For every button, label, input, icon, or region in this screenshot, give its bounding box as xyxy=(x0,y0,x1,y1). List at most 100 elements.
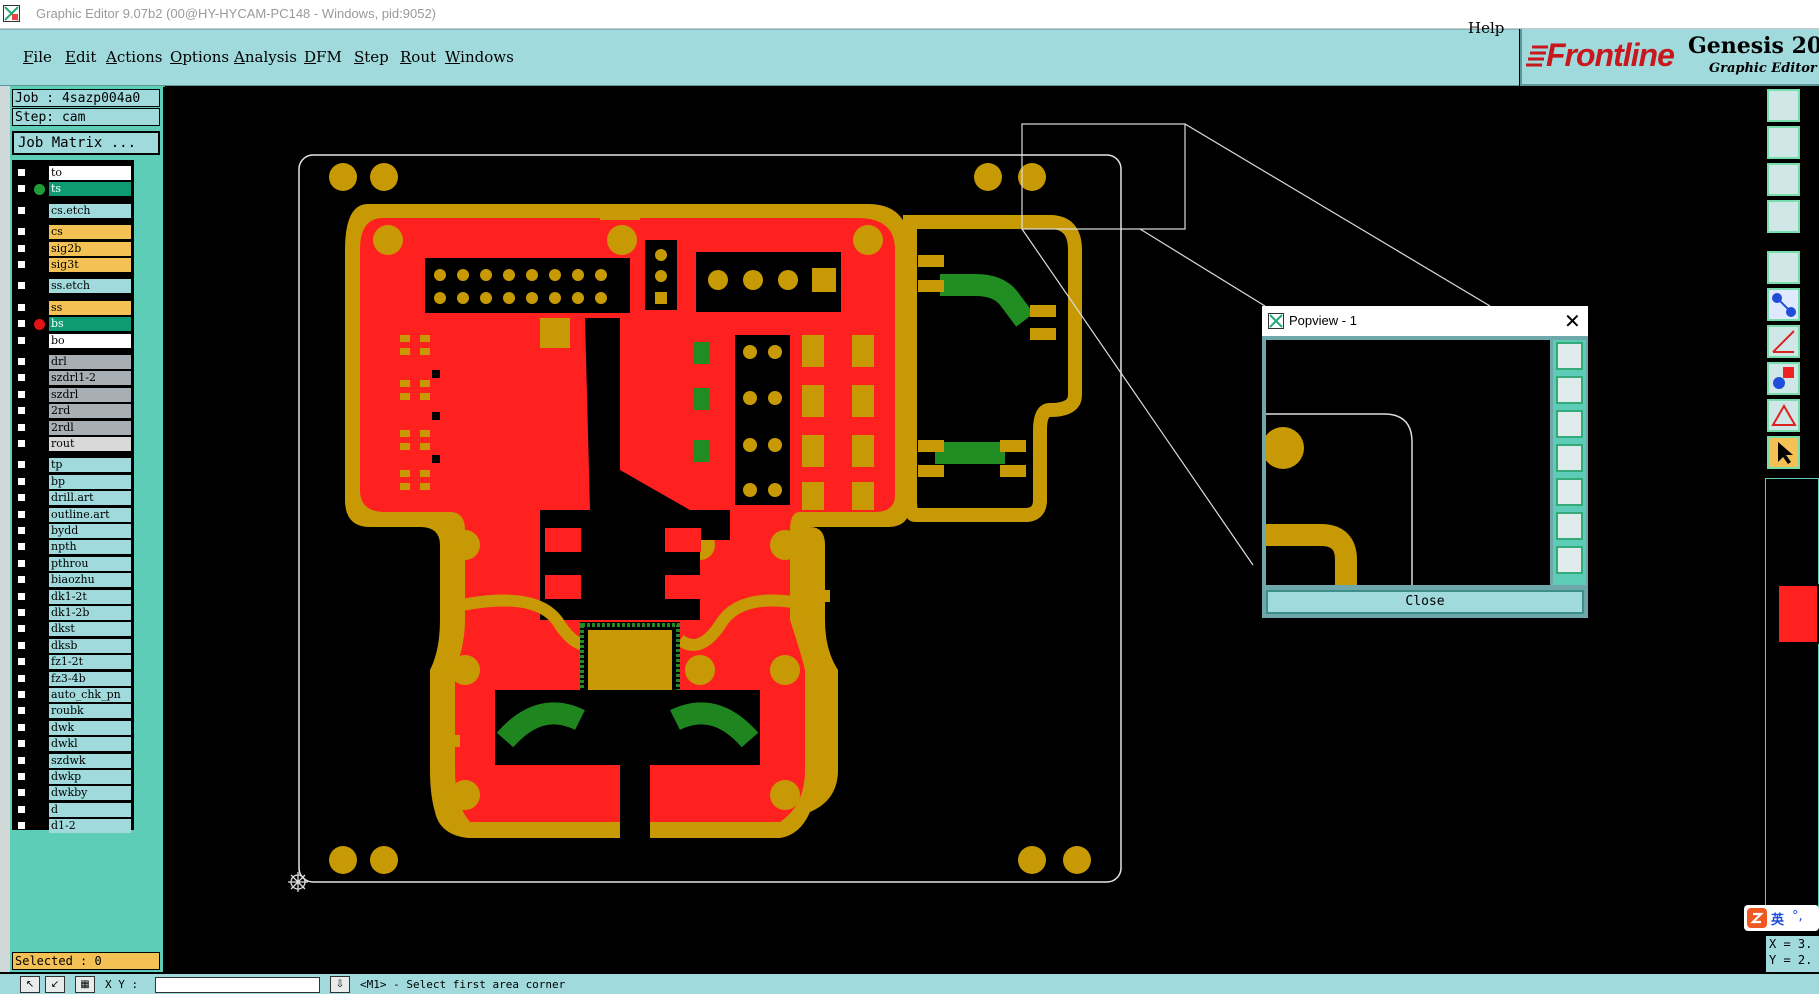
layer-name[interactable]: pthrou xyxy=(49,556,131,571)
layer-name[interactable]: ss.etch xyxy=(49,279,131,294)
popview-titlebar[interactable]: Popview - 1 ✕ xyxy=(1262,306,1588,336)
tool-button-3[interactable] xyxy=(1767,163,1800,196)
layer-name[interactable]: ts xyxy=(49,182,131,197)
popview-window[interactable]: Popview - 1 ✕ Close xyxy=(1262,306,1588,618)
layer-checkbox[interactable] xyxy=(17,788,26,798)
layer-checkbox[interactable] xyxy=(17,706,26,716)
layer-name[interactable]: dwkl xyxy=(49,737,131,752)
xy-input[interactable] xyxy=(155,977,320,993)
layer-name[interactable]: d1-2 xyxy=(49,819,131,834)
layer-name[interactable]: bydd xyxy=(49,524,131,538)
menu-help[interactable]: Help xyxy=(1468,19,1505,37)
layer-row-sig2b[interactable]: sig2b xyxy=(12,241,134,257)
layer-checkbox[interactable] xyxy=(17,476,26,486)
layer-name[interactable]: dk1-2b xyxy=(49,606,131,620)
layer-checkbox[interactable] xyxy=(17,509,26,519)
layer-row-biaozhu[interactable]: biaozhu xyxy=(12,573,134,588)
layer-name[interactable]: sig3t xyxy=(49,258,131,272)
layer-row-bo[interactable]: bo xyxy=(12,333,134,349)
layer-name[interactable]: tp xyxy=(49,458,131,473)
popview-zoom-button[interactable] xyxy=(1556,342,1583,370)
layer-row-2rdl[interactable]: 2rdl xyxy=(12,420,134,436)
layer-checkbox[interactable] xyxy=(17,406,26,416)
status-tool-3[interactable]: ▦ xyxy=(75,976,95,993)
layer-checkbox[interactable] xyxy=(17,690,26,699)
layer-name[interactable]: szdrl1-2 xyxy=(49,371,131,386)
layer-row-szdrl1-2[interactable]: szdrl1-2 xyxy=(12,371,134,386)
layer-name[interactable]: drl xyxy=(49,355,131,369)
layer-checkbox[interactable] xyxy=(17,389,26,399)
popview-close-button[interactable]: Close xyxy=(1266,590,1584,614)
layer-row-sig3t[interactable]: sig3t xyxy=(12,258,134,273)
layer-name[interactable]: fz3-4b xyxy=(49,671,131,686)
layer-name[interactable]: 2rd xyxy=(49,404,131,419)
layer-name[interactable]: dwkp xyxy=(49,770,131,784)
layer-row-auto_chk_pn[interactable]: auto_chk_pn xyxy=(12,688,134,703)
layer-name[interactable]: 2rdl xyxy=(49,420,131,435)
status-tool-2[interactable]: ↙ xyxy=(45,976,65,993)
layer-row-ss.etch[interactable]: ss.etch xyxy=(12,279,134,294)
tool-button-9[interactable] xyxy=(1767,399,1800,432)
layer-checkbox[interactable] xyxy=(17,373,26,383)
layer-name[interactable]: dwk xyxy=(49,720,131,735)
menu-actions[interactable]: Actions xyxy=(106,48,162,66)
layer-name[interactable]: to xyxy=(49,166,131,180)
layer-checkbox[interactable] xyxy=(17,542,26,552)
job-matrix-button[interactable]: Job Matrix ... xyxy=(12,131,160,155)
layer-row-dkst[interactable]: dkst xyxy=(12,622,134,637)
layer-checkbox[interactable] xyxy=(17,804,26,814)
layer-row-dwkp[interactable]: dwkp xyxy=(12,770,134,785)
select-tool-button[interactable] xyxy=(1767,436,1800,469)
layer-name[interactable]: outline.art xyxy=(49,507,131,522)
popview-fit-button[interactable] xyxy=(1556,512,1583,540)
popview-canvas[interactable] xyxy=(1266,340,1550,585)
layer-row-szdwk[interactable]: szdwk xyxy=(12,753,134,769)
layer-checkbox[interactable] xyxy=(17,422,26,432)
layer-name[interactable]: roubk xyxy=(49,704,131,719)
layer-name[interactable]: dkst xyxy=(49,622,131,637)
layer-checkbox[interactable] xyxy=(17,673,26,683)
layer-name[interactable]: ss xyxy=(49,300,131,315)
layer-checkbox[interactable] xyxy=(17,168,26,177)
layer-row-dksb[interactable]: dksb xyxy=(12,638,134,654)
layer-checkbox[interactable] xyxy=(17,281,26,291)
layer-name[interactable]: auto_chk_pn xyxy=(49,688,131,702)
layer-checkbox[interactable] xyxy=(17,205,26,215)
tool-button-4[interactable] xyxy=(1767,200,1800,233)
layer-row-bydd[interactable]: bydd xyxy=(12,524,134,539)
layer-row-drill.art[interactable]: drill.art xyxy=(12,491,134,506)
layer-row-cs.etch[interactable]: cs.etch xyxy=(12,203,134,219)
layer-checkbox[interactable] xyxy=(17,772,26,781)
layer-checkbox[interactable] xyxy=(17,657,26,667)
layer-name[interactable]: szdwk xyxy=(49,753,131,768)
layer-row-szdrl[interactable]: szdrl xyxy=(12,387,134,403)
layer-row-d1-2[interactable]: d1-2 xyxy=(12,819,134,834)
layer-row-dwkl[interactable]: dwkl xyxy=(12,737,134,752)
layer-name[interactable]: fz1-2t xyxy=(49,655,131,670)
menu-rout[interactable]: Rout xyxy=(400,48,436,66)
layer-name[interactable]: szdrl xyxy=(49,387,131,402)
layer-checkbox[interactable] xyxy=(17,319,26,329)
layer-row-bs[interactable]: bs xyxy=(12,317,134,332)
layer-checkbox[interactable] xyxy=(17,821,26,831)
layer-checkbox[interactable] xyxy=(17,227,26,237)
layer-row-d[interactable]: d xyxy=(12,802,134,818)
layer-checkbox[interactable] xyxy=(17,460,26,470)
layer-checkbox[interactable] xyxy=(17,722,26,732)
layer-checkbox[interactable] xyxy=(17,558,26,568)
status-tool-1[interactable]: ↖ xyxy=(20,976,40,993)
layer-row-ts[interactable]: ts xyxy=(12,182,134,197)
layer-row-dwkby[interactable]: dwkby xyxy=(12,786,134,801)
layer-checkbox[interactable] xyxy=(17,575,26,585)
layer-row-dk1-2t[interactable]: dk1-2t xyxy=(12,589,134,605)
layer-row-tp[interactable]: tp xyxy=(12,458,134,473)
tool-button-5[interactable] xyxy=(1767,251,1800,284)
menu-analysis[interactable]: Analysis xyxy=(234,48,297,66)
tool-button-6[interactable] xyxy=(1767,288,1800,321)
menu-file[interactable]: File xyxy=(23,48,52,66)
layer-name[interactable]: drill.art xyxy=(49,491,131,506)
popview-pan-up-button[interactable] xyxy=(1556,376,1583,404)
layer-checkbox[interactable] xyxy=(17,357,26,366)
layer-row-pthrou[interactable]: pthrou xyxy=(12,556,134,572)
layer-checkbox[interactable] xyxy=(17,640,26,650)
